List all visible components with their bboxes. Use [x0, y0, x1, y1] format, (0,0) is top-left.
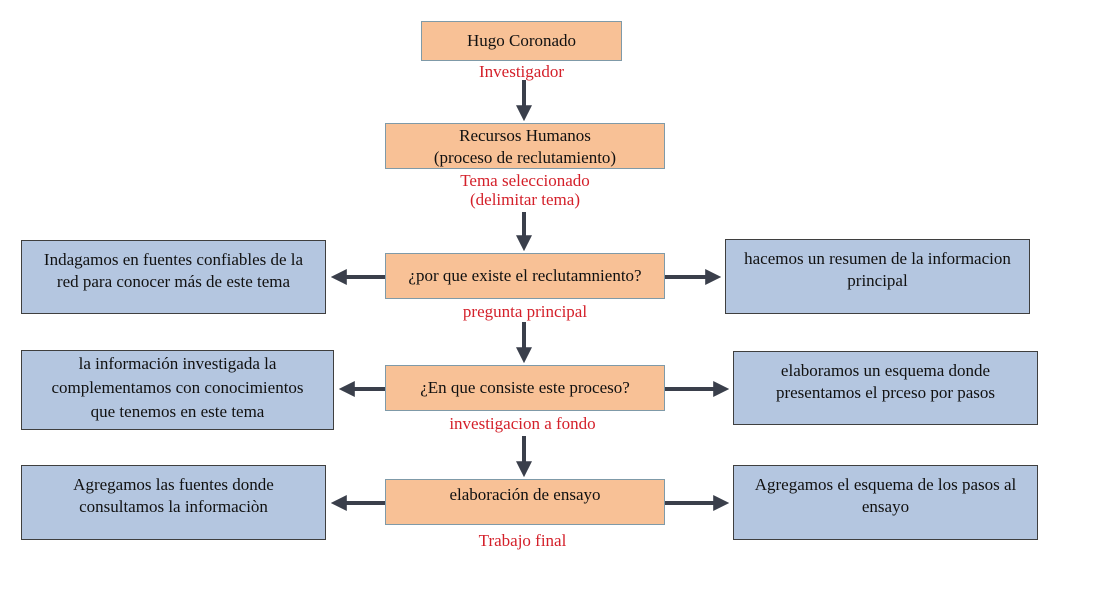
- side-box-right-3: Agregamos el esquema de los pasos al ens…: [733, 465, 1038, 540]
- label-investigador: Investigador: [479, 62, 564, 81]
- side-box-left-3: Agregamos las fuentes donde consultamos …: [21, 465, 326, 540]
- side-box-left-1: Indagamos en fuentes confiables de la re…: [21, 240, 326, 314]
- node-en-que-consiste: ¿En que consiste este proceso?: [385, 365, 665, 411]
- side-box-left-2: la información investigada la complement…: [21, 350, 334, 430]
- node-pregunta-principal: ¿por que existe el reclutamniento?: [385, 253, 665, 299]
- node-elaboracion-ensayo: elaboración de ensayo: [385, 479, 665, 525]
- node-text: (proceso de reclutamiento): [433, 148, 617, 167]
- node-hugo-coronado: Hugo Coronado: [421, 21, 622, 61]
- label-tema-seleccionado: Tema seleccionado (delimitar tema): [460, 171, 590, 209]
- label-investigacion-a-fondo: investigacion a fondo: [449, 414, 596, 433]
- label-trabajo-final: Trabajo final: [478, 531, 567, 550]
- node-text: ¿En que consiste este proceso?: [420, 378, 630, 397]
- node-text: Hugo Coronado: [466, 31, 577, 50]
- side-box-right-1: hacemos un resumen de la informacion pri…: [725, 239, 1030, 314]
- node-text: elaboración de ensayo: [449, 485, 601, 504]
- node-text: ¿por que existe el reclutamniento?: [408, 266, 642, 285]
- label-pregunta-principal: pregunta principal: [462, 302, 588, 321]
- node-text: Recursos Humanos: [459, 126, 591, 145]
- side-box-right-2: elaboramos un esquema donde presentamos …: [733, 351, 1038, 425]
- node-recursos-humanos: Recursos Humanos (proceso de reclutamien…: [385, 123, 665, 169]
